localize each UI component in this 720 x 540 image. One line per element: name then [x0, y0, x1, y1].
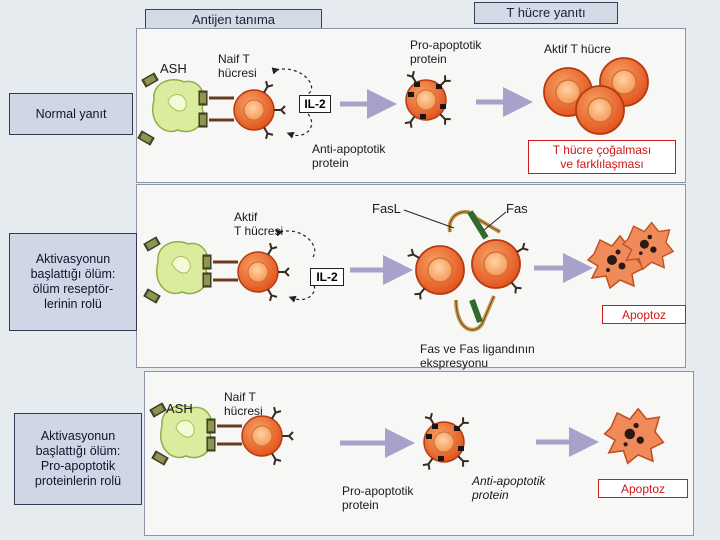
row3-pro-apop-l1: Pro-apoptotik: [342, 484, 414, 498]
row2-il2-box: IL-2: [310, 268, 344, 286]
row2-active-t-l1: Aktif: [234, 210, 258, 224]
row2-fas-expr-l2: ekspresyonu: [420, 356, 489, 370]
row3-anti-apoptotic-label: Anti-apoptotik protein: [472, 474, 545, 502]
row3-apoptosis-box: Apoptoz: [598, 479, 688, 498]
side-l4: lerinin rolü: [44, 297, 102, 311]
header-tcell-response: T hücre yanıtı: [474, 2, 618, 24]
row1-activated-tcell: [403, 70, 452, 129]
row2-active-t-l2: T hücresi: [234, 224, 284, 238]
row2-fasl-label: FasL: [372, 201, 401, 216]
row2-active-t-label: Aktif T hücresi: [234, 210, 283, 238]
row3-anti-apop-l2: protein: [472, 488, 509, 502]
row2-apoptosis-box: Apoptoz: [602, 305, 686, 324]
row1-il2-feedback-lower: [286, 113, 313, 139]
row3-activated-tcell: [421, 412, 470, 471]
row2-active-tcell: [237, 242, 290, 302]
row2-tcell-b: [471, 239, 530, 295]
side-label-normal-text: Normal yanıt: [35, 106, 107, 121]
row1-prolif-l2: ve farklılaşması: [560, 157, 644, 171]
row3-ash-label: ASH: [166, 401, 193, 416]
row1-prolif-l1: T hücre çoğalması: [552, 143, 652, 157]
row3-tcr-links: [217, 424, 242, 446]
row1-anti-apop-l1: Anti-apoptotik: [312, 142, 386, 156]
side-label-pro-apoptotic: Aktivasyonun başlattığı ölüm: Pro-apopto…: [14, 413, 142, 505]
row1-il2-box: IL-2: [299, 95, 331, 113]
panel-pro-apoptotic: [144, 371, 694, 536]
row3-pro-apoptotic-label: Pro-apoptotik protein: [342, 484, 413, 512]
side-l1: Aktivasyonun: [35, 252, 111, 266]
side-l2: başlattığı ölüm:: [30, 267, 116, 281]
row2-fas-label: Fas: [506, 201, 528, 216]
row1-pro-apop-l1: Pro-apoptotik: [410, 38, 482, 52]
row2-apc-cell: [155, 241, 209, 295]
row2-fas-expr-l1: Fas ve Fas ligandının: [420, 342, 535, 356]
row2-fas-expression-label: Fas ve Fas ligandının ekspresyonu: [420, 342, 535, 370]
side-label-normal: Normal yanıt: [9, 93, 133, 135]
row3-pro-apop-l2: protein: [342, 498, 379, 512]
row1-apc-cell: [151, 79, 205, 133]
row1-active-t-label: Aktif T hücre: [544, 42, 611, 56]
row1-anti-apoptotic-label: Anti-apoptotik protein: [312, 142, 385, 170]
row1-naive-t-l2: hücresi: [218, 66, 257, 80]
side-l3: ölüm reseptör-: [32, 282, 114, 296]
row1-ash-label: ASH: [160, 61, 187, 76]
row2-fasl-pointer: [403, 209, 455, 229]
row2-fas-pointer: [483, 211, 507, 231]
row1-naive-tcell: [233, 80, 286, 140]
side-label-death-receptor: Aktivasyonun başlattığı ölüm: ölüm resep…: [9, 233, 137, 331]
row1-il2-feedback: [271, 67, 313, 95]
row2-apoptotic-cells: [587, 221, 674, 289]
row3-naive-t-l1: Naif T: [224, 390, 256, 404]
row3-apoptotic-cell: [603, 407, 665, 465]
row2-il2-feedback: [275, 229, 316, 259]
row2-tcr-links: [213, 260, 238, 282]
row1-pro-apop-l2: protein: [410, 52, 447, 66]
row1-pro-apoptotic-label: Pro-apoptotik protein: [410, 38, 481, 66]
side-l4: proteinlerin rolü: [34, 474, 122, 488]
row1-anti-apop-l2: protein: [312, 156, 349, 170]
row1-proliferating-tcells: [543, 57, 649, 135]
row1-tcr-links: [209, 96, 234, 122]
row3-naive-t-label: Naif T hücresi: [224, 390, 263, 418]
side-l2: başlattığı ölüm:: [35, 444, 121, 458]
side-l1: Aktivasyonun: [40, 429, 116, 443]
row1-naive-t-label: Naif T hücresi: [218, 52, 257, 80]
row3-naive-t-l2: hücresi: [224, 404, 263, 418]
row1-proliferation-box: T hücre çoğalması ve farklılaşması: [528, 140, 676, 174]
row2-tcell-a: [406, 245, 465, 301]
row1-naive-t-l1: Naif T: [218, 52, 250, 66]
side-l3: Pro-apoptotik: [40, 459, 116, 473]
row3-anti-apop-l1: Anti-apoptotik: [472, 474, 546, 488]
